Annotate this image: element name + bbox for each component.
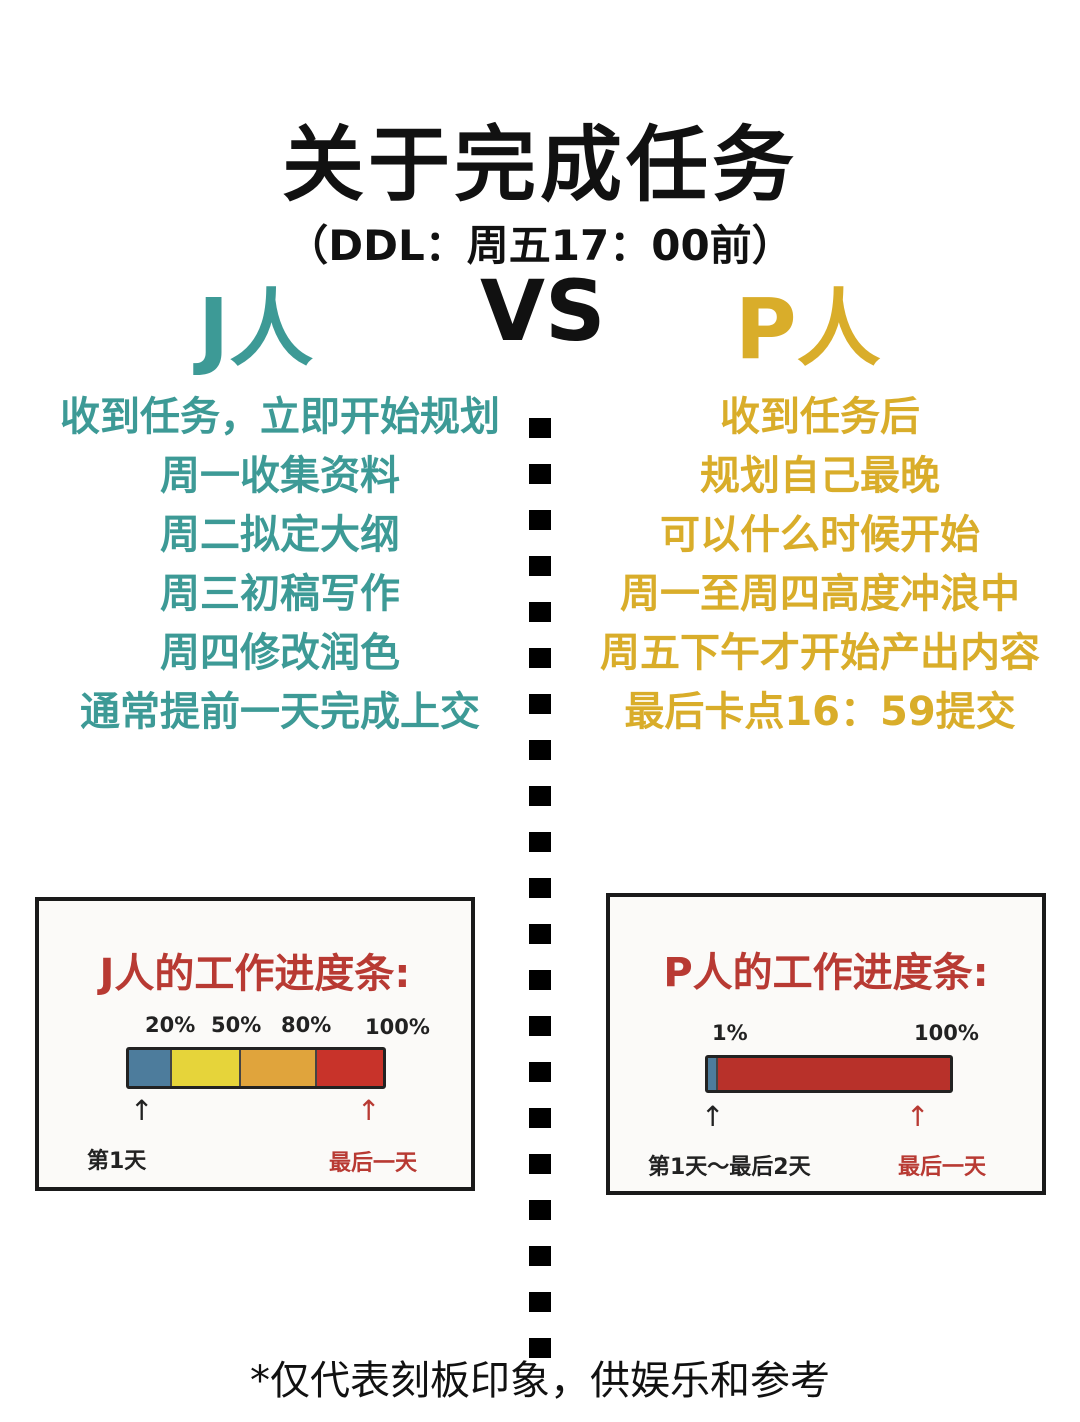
divider-dot bbox=[529, 1108, 551, 1128]
j-end-label: 最后一天 bbox=[329, 1151, 418, 1176]
page-title: 关于完成任务 bbox=[281, 118, 798, 213]
divider-dot bbox=[529, 510, 551, 530]
divider-dot bbox=[529, 602, 551, 622]
p-step: 收到任务后 bbox=[720, 394, 920, 440]
divider-dot bbox=[529, 1292, 551, 1312]
j-step: 通常提前一天完成上交 bbox=[80, 689, 480, 735]
divider-dot bbox=[529, 1200, 551, 1220]
up-arrow-icon: ↑ bbox=[130, 1094, 154, 1127]
divider-dot bbox=[529, 740, 551, 760]
progress-segment bbox=[172, 1050, 241, 1086]
j-steps-list: 收到任务，立即开始规划 周一收集资料 周二拟定大纲 周三初稿写作 周四修改润色 … bbox=[20, 388, 540, 742]
j-step: 收到任务，立即开始规划 bbox=[60, 394, 500, 440]
divider-dot bbox=[529, 878, 551, 898]
disclaimer-footer: *仅代表刻板印象，供娱乐和参考 bbox=[250, 1358, 830, 1404]
j-percent-label: 20% bbox=[145, 1013, 196, 1037]
divider-dot bbox=[529, 924, 551, 944]
progress-segment bbox=[316, 1050, 383, 1086]
p-progress-bar bbox=[705, 1055, 953, 1093]
up-arrow-icon: ↑ bbox=[701, 1100, 725, 1133]
p-start-label: 第1天～最后2天 bbox=[648, 1155, 811, 1180]
up-arrow-icon: ↑ bbox=[906, 1100, 930, 1133]
j-percent-label: 80% bbox=[281, 1013, 332, 1037]
j-card-title: J人的工作进度条: bbox=[99, 951, 411, 997]
divider-dot bbox=[529, 970, 551, 990]
progress-segment bbox=[129, 1050, 173, 1086]
j-percent-label: 100% bbox=[365, 1015, 430, 1039]
progress-segment bbox=[240, 1050, 317, 1086]
p-percent-label: 1% bbox=[712, 1021, 748, 1045]
p-end-label: 最后一天 bbox=[898, 1155, 987, 1180]
divider-dot bbox=[529, 418, 551, 438]
dotted-divider bbox=[529, 418, 551, 1384]
divider-dot bbox=[529, 1154, 551, 1174]
divider-dot bbox=[529, 1246, 551, 1266]
vs-label: VS bbox=[480, 262, 606, 360]
divider-dot bbox=[529, 1016, 551, 1036]
j-step: 周二拟定大纲 bbox=[160, 512, 400, 558]
p-step: 规划自己最晚 bbox=[700, 453, 940, 499]
up-arrow-icon: ↑ bbox=[357, 1094, 381, 1127]
j-person-label: J人 bbox=[198, 280, 314, 378]
j-step: 周三初稿写作 bbox=[160, 571, 400, 617]
p-person-label: P人 bbox=[735, 280, 881, 378]
j-progress-bar bbox=[126, 1047, 386, 1089]
p-step: 可以什么时候开始 bbox=[660, 512, 980, 558]
p-steps-list: 收到任务后 规划自己最晚 可以什么时候开始 周一至周四高度冲浪中 周五下午才开始… bbox=[570, 388, 1070, 742]
vs-header: J人 VS P人 bbox=[0, 262, 1080, 378]
p-card-title: P人的工作进度条: bbox=[663, 950, 989, 996]
divider-dot bbox=[529, 694, 551, 714]
divider-dot bbox=[529, 832, 551, 852]
p-step: 周五下午才开始产出内容 bbox=[600, 630, 1040, 676]
divider-dot bbox=[529, 1062, 551, 1082]
p-progress-card: P人的工作进度条: 1% 100% ↑ ↑ 第1天～最后2天 最后一天 bbox=[606, 893, 1046, 1195]
p-percent-label: 100% bbox=[914, 1021, 979, 1045]
p-step: 周一至周四高度冲浪中 bbox=[620, 571, 1020, 617]
divider-dot bbox=[529, 464, 551, 484]
j-step: 周一收集资料 bbox=[160, 453, 400, 499]
divider-dot bbox=[529, 648, 551, 668]
p-step: 最后卡点16：59提交 bbox=[624, 689, 1016, 735]
j-step: 周四修改润色 bbox=[160, 630, 400, 676]
j-progress-card: J人的工作进度条: 20% 50% 80% 100% ↑ ↑ 第1天 最后一天 bbox=[35, 897, 475, 1191]
divider-dot bbox=[529, 786, 551, 806]
progress-segment bbox=[717, 1058, 950, 1090]
divider-dot bbox=[529, 556, 551, 576]
progress-segment bbox=[708, 1058, 718, 1090]
deadline-subtitle: （DDL：周五17：00前） bbox=[286, 221, 794, 270]
j-start-label: 第1天 bbox=[87, 1149, 147, 1174]
j-percent-label: 50% bbox=[211, 1013, 262, 1037]
divider-dot bbox=[529, 1338, 551, 1358]
